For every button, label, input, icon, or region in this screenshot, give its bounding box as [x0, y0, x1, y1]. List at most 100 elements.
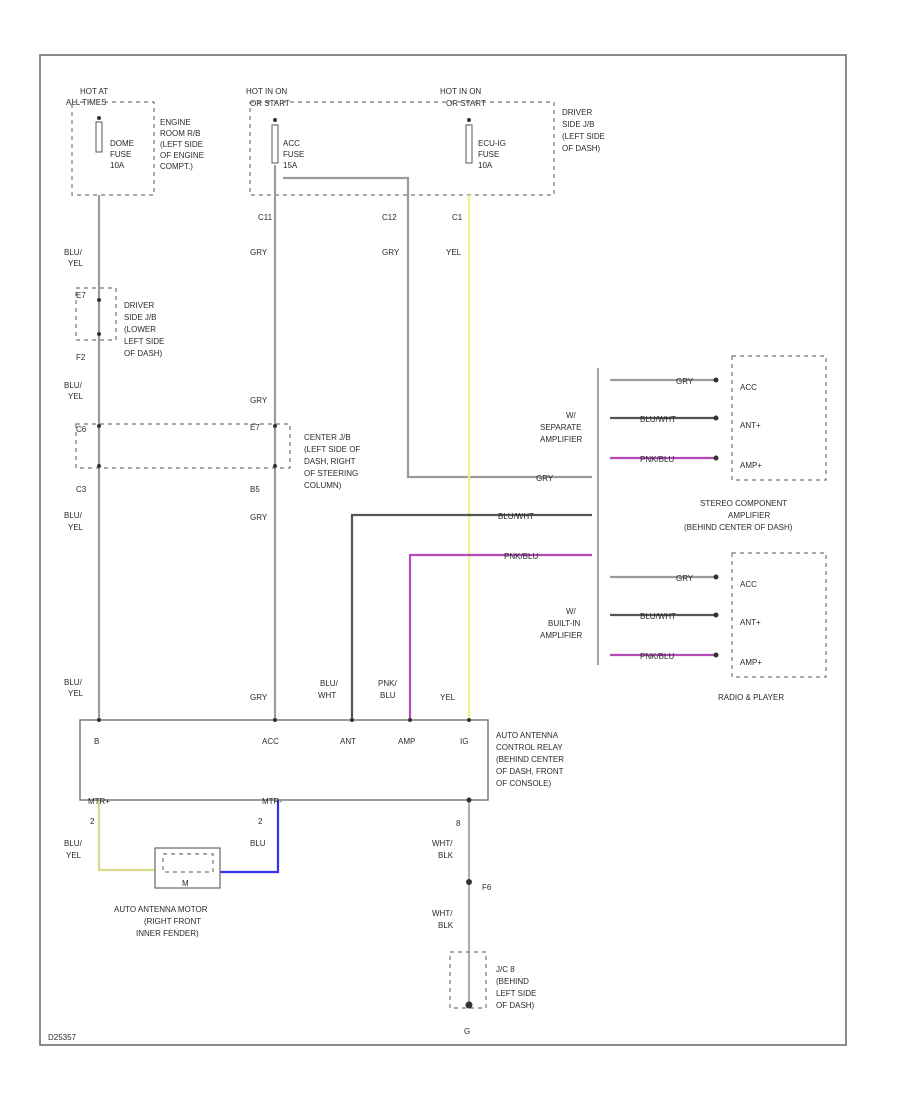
relay-label-amp: AMP — [398, 737, 415, 746]
built-in-amp-label-3: AMPLIFIER — [540, 631, 582, 640]
acc-fuse-name-2: FUSE — [283, 150, 304, 159]
wire-label-blu-wht-amp: BLU/WHT — [498, 512, 534, 521]
jc8-box — [449, 951, 487, 1009]
driver-lower-loc-2: SIDE J/B — [124, 313, 156, 322]
blu-wht-ant-wire — [350, 513, 592, 720]
jc8-label-2: (BEHIND — [496, 977, 529, 986]
driver-side-jb-loc-4: OF DASH) — [562, 144, 601, 153]
relay-label-acc: ACC — [262, 737, 279, 746]
center-jb-loc-5: COLUMN) — [304, 481, 342, 490]
center-jb-loc-3: DASH, RIGHT — [304, 457, 356, 466]
connector-e7b: E7 — [250, 423, 260, 432]
c3-pin — [97, 464, 101, 468]
dome-fuse-block: HOT AT ALL TIMES DOME FUSE 10A ENGINE RO… — [66, 87, 204, 196]
wire-label-pnk-blu-top: PNK/ — [378, 679, 397, 688]
radio-player-box — [731, 552, 827, 678]
wire-label-blu-yel-2b: YEL — [68, 392, 84, 401]
ground-wire-1: WHT/ — [432, 839, 453, 848]
radio-label: RADIO & PLAYER — [718, 693, 784, 702]
wire-label-pnk-blu-amp: PNK/BLU — [504, 552, 538, 561]
ecu-fuse-name: ECU-IG — [478, 139, 506, 148]
engine-room-rb-loc-4: OF ENGINE — [160, 151, 204, 160]
relay-label-mtr-minus: MTR- — [262, 797, 282, 806]
driver-lower-loc-4: LEFT SIDE — [124, 337, 164, 346]
ecu-fuse-terminal — [467, 118, 471, 122]
motor-symbol: M — [182, 879, 189, 888]
wire-label-blu-yel-2: BLU/ — [64, 381, 83, 390]
driver-side-jb-loc-3: (LEFT SIDE — [562, 132, 605, 141]
auto-antenna-control-relay: B ACC ANT AMP IG MTR+ MTR- AUTO ANTENNA … — [79, 718, 564, 806]
radio-pin-amp: AMP+ — [740, 658, 762, 667]
driver-lower-loc-3: (LOWER — [124, 325, 156, 334]
c6-pin — [97, 424, 101, 428]
diagram-border — [39, 54, 847, 1046]
jc8-label-3: LEFT SIDE — [496, 989, 536, 998]
motor-blu-yel-wire — [97, 800, 155, 872]
stereo-acc-pin — [713, 377, 719, 383]
relay-label-ig: IG — [460, 737, 468, 746]
relay-pin-acc — [273, 718, 277, 722]
ecu-hot-label-2: OR START — [446, 99, 486, 108]
built-in-amp-label-2: BUILT-IN — [548, 619, 581, 628]
wire-label-gry-1: GRY — [250, 248, 268, 257]
ground-wire-2: WHT/ — [432, 909, 453, 918]
driver-side-jb-box — [249, 101, 555, 196]
wire-label-gry-4: GRY — [250, 513, 268, 522]
relay-label-b: B — [94, 737, 99, 746]
engine-room-rb-loc-3: (LEFT SIDE — [160, 140, 203, 149]
motor-label-2: (RIGHT FRONT — [144, 917, 201, 926]
wire-label-gry-5: GRY — [250, 693, 268, 702]
acc-fuse-terminal — [273, 118, 277, 122]
connector-c3: C3 — [76, 485, 87, 494]
stereo-pin-ant: ANT+ — [740, 421, 761, 430]
connector-f2: F2 — [76, 353, 86, 362]
ecu-hot-label: HOT IN ON — [440, 87, 481, 96]
ecu-fuse-rating: 10A — [478, 161, 493, 170]
relay-pin-ant — [350, 718, 354, 722]
driver-side-jb-loc-2: SIDE J/B — [562, 120, 594, 129]
acc-fuse-name: ACC — [283, 139, 300, 148]
radio-pnk-blu-label: PNK/BLU — [640, 652, 674, 661]
stereo-component-box — [731, 355, 827, 481]
stereo-ant-pin — [713, 415, 719, 421]
b5-pin — [273, 464, 277, 468]
relay-pin-ig — [467, 718, 471, 722]
connector-c11: C11 — [258, 213, 273, 222]
connector-c12: C12 — [382, 213, 397, 222]
pin-8: 8 — [456, 819, 461, 828]
wire-label-gry-amp: GRY — [536, 474, 554, 483]
radio-ant-pin — [713, 612, 719, 618]
wire-label-blu-yel-4: BLU/ — [64, 678, 83, 687]
center-jb-loc-1: CENTER J/B — [304, 433, 351, 442]
jc8-label-1: J/C 8 — [496, 965, 515, 974]
f2-pin-top — [97, 332, 101, 336]
relay-desc-4: OF DASH, FRONT — [496, 767, 564, 776]
ecu-fuse-symbol — [465, 124, 473, 164]
figure-id: D25357 — [48, 1033, 77, 1042]
motor-box — [154, 847, 221, 889]
acc-hot-label: HOT IN ON — [246, 87, 287, 96]
radio-blu-wht-label: BLU/WHT — [640, 612, 676, 621]
wire-label-blu-yel-3: BLU/ — [64, 511, 83, 520]
ecu-fuse-name-2: FUSE — [478, 150, 499, 159]
stereo-blu-wht-label: BLU/WHT — [640, 415, 676, 424]
connector-f6: F6 — [482, 883, 492, 892]
relay-box — [79, 719, 489, 801]
stereo-gry-label: GRY — [676, 377, 694, 386]
engine-room-rb-loc-2: ROOM R/B — [160, 129, 200, 138]
f6-connector-dot — [466, 879, 472, 885]
motor-label-3: INNER FENDER) — [136, 929, 199, 938]
relay-desc-5: OF CONSOLE) — [496, 779, 551, 788]
relay-label-mtr-plus: MTR+ — [88, 797, 110, 806]
separate-amp-label-2: SEPARATE — [540, 423, 582, 432]
connector-e7: E7 — [76, 291, 86, 300]
radio-amp-pin — [713, 652, 719, 658]
jc8-label-4: OF DASH) — [496, 1001, 535, 1010]
driver-lower-loc-5: OF DASH) — [124, 349, 163, 358]
ground-wire-2b: BLK — [438, 921, 454, 930]
dome-fuse-name: DOME — [110, 139, 134, 148]
dome-fuse-rating: 10A — [110, 161, 125, 170]
pin-2-left: 2 — [90, 817, 95, 826]
relay-pin-amp — [408, 718, 412, 722]
